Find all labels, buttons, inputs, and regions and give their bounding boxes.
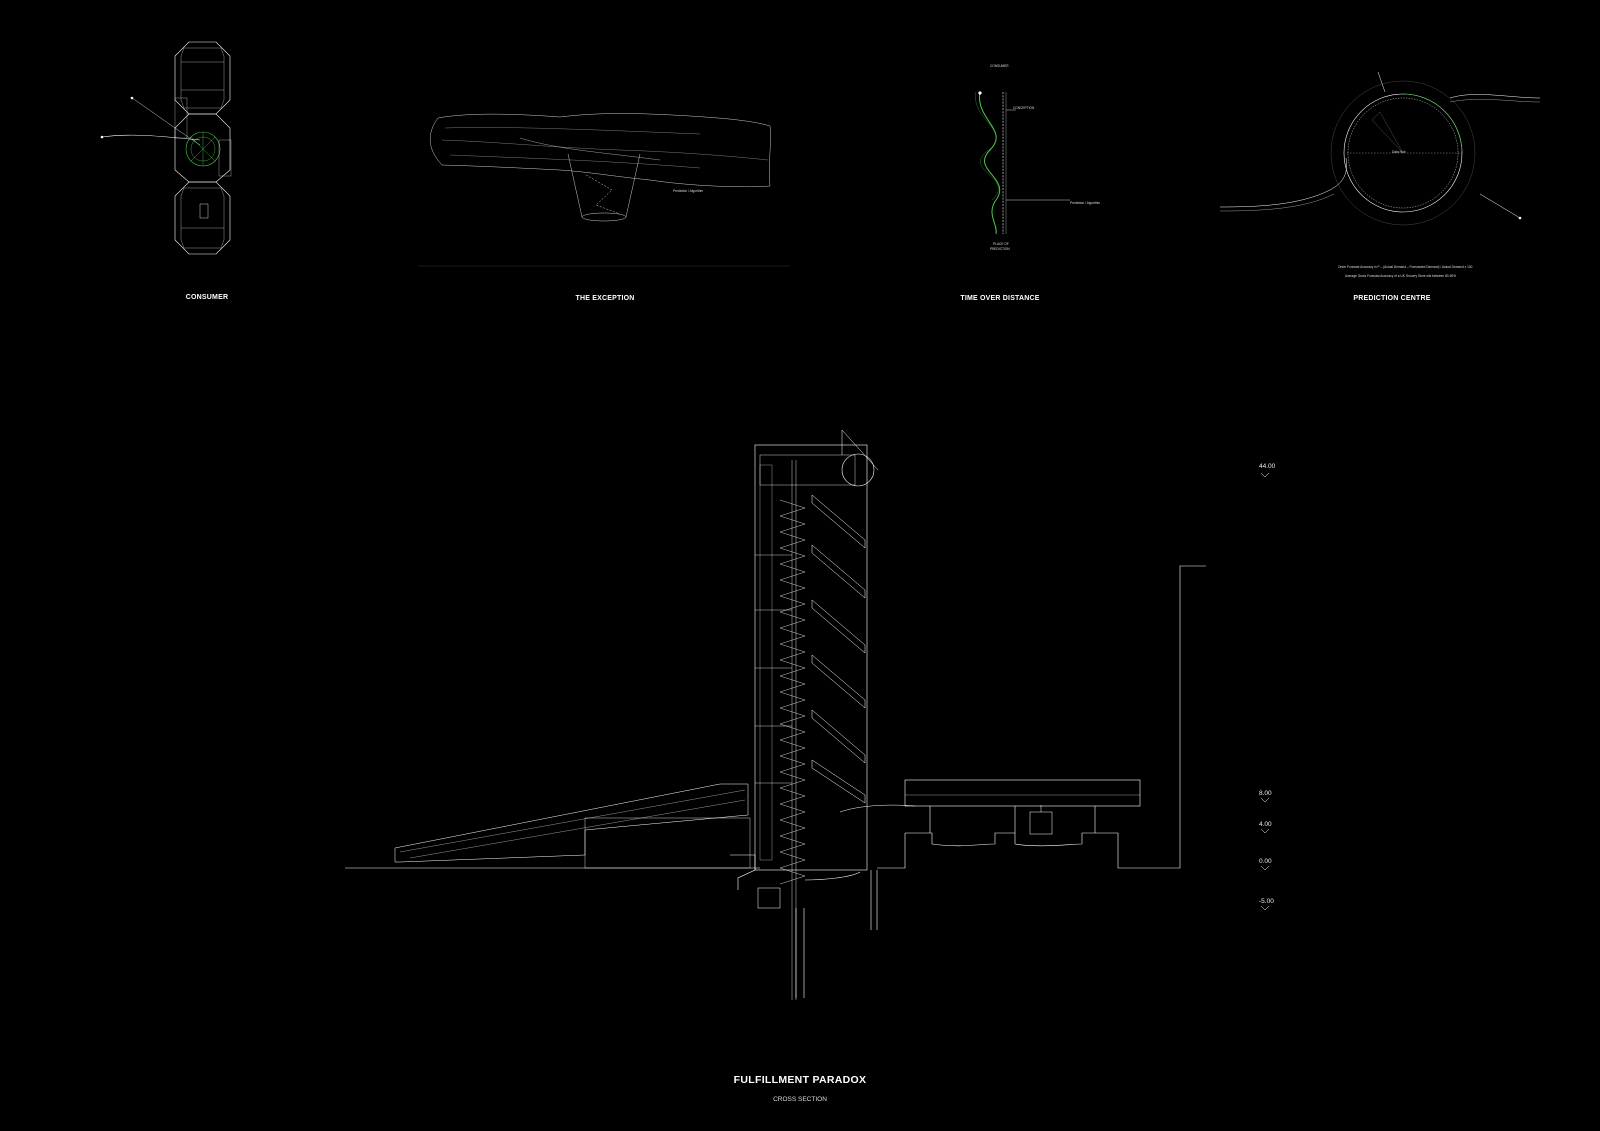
level-44: 44.00 bbox=[1259, 463, 1276, 470]
prediction-note-1: Order Forecast Accuracy in P – (Actual D… bbox=[1338, 265, 1473, 269]
time-bottom-label-2: PREDICTION bbox=[990, 247, 1010, 251]
time-top-label: CONSUMER bbox=[990, 64, 1009, 68]
exception-diagram bbox=[418, 113, 790, 267]
consumer-label: CONSUMER bbox=[185, 294, 229, 301]
time-prediction-label: Prediction / Algorithm bbox=[1070, 201, 1101, 205]
exception-prediction-label: Prediction / Algorithm bbox=[673, 189, 704, 193]
prediction-centre-label: PREDICTION CENTRE bbox=[1353, 295, 1431, 302]
level-minus-5: -5.00 bbox=[1259, 898, 1274, 905]
prediction-centre-diagram bbox=[1219, 71, 1541, 226]
prediction-note-2: Average Gross Forecast Accuracy of a UK … bbox=[1345, 274, 1457, 278]
exception-label: THE EXCEPTION bbox=[575, 295, 635, 302]
cross-section-drawing bbox=[345, 429, 1206, 1000]
level-markers bbox=[1260, 472, 1270, 911]
time-conception-label: CONCEPTION bbox=[1013, 106, 1035, 110]
time-bottom-label-1: PLACE OF bbox=[993, 242, 1009, 246]
time-over-distance-label: TIME OVER DISTANCE bbox=[960, 295, 1040, 302]
prediction-center-label: Data Hub bbox=[1392, 150, 1406, 154]
main-title: FULFILLMENT PARADOX bbox=[733, 1074, 867, 1086]
consumer-diagram bbox=[100, 41, 232, 255]
time-over-distance-diagram bbox=[975, 91, 1070, 235]
level-8: 8.00 bbox=[1259, 790, 1272, 797]
level-4: 4.00 bbox=[1259, 821, 1272, 828]
main-subtitle: CROSS SECTION bbox=[773, 1096, 827, 1103]
level-0: 0.00 bbox=[1259, 858, 1272, 865]
